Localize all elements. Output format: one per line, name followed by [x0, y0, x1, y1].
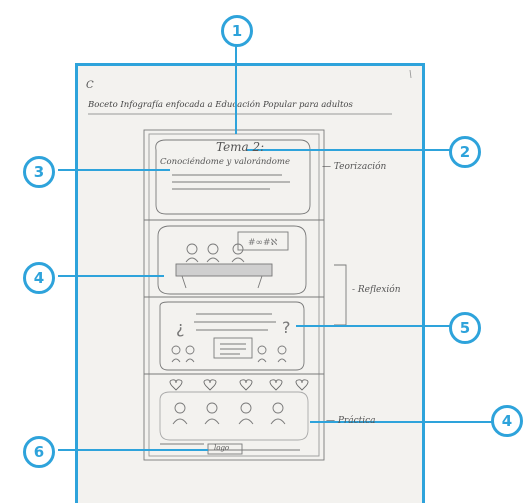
- svg-text:#∞#ℵ: #∞#ℵ: [248, 238, 278, 248]
- callout-badge-5: 5: [449, 312, 481, 344]
- logo-placeholder: logo: [214, 444, 230, 452]
- label-teorizacion: — Teorización: [322, 162, 387, 172]
- label-practica: — Práctica: [326, 416, 376, 426]
- callout-badge-3: 3: [23, 156, 55, 188]
- callout-badge-2: 2: [449, 136, 481, 168]
- svg-text:?: ?: [282, 318, 291, 337]
- svg-text:¿: ¿: [176, 318, 185, 337]
- infographic-frame: [143, 129, 325, 461]
- callout-badge-1: 1: [221, 15, 253, 47]
- callout-badge-4-right: 4: [491, 405, 523, 437]
- sketch-title: Boceto Infografía enfocada a Educación P…: [88, 100, 353, 110]
- corner-mark: C: [86, 80, 94, 91]
- panel1-subtitle: Conociéndome y valorándome: [160, 157, 291, 167]
- callout-badge-4-left: 4: [23, 262, 55, 294]
- sketch-paper: [75, 63, 425, 503]
- callout-badge-6: 6: [23, 436, 55, 468]
- label-reflexion: - Reflexión: [352, 285, 401, 295]
- panel1-heading: Tema 2:: [216, 140, 265, 154]
